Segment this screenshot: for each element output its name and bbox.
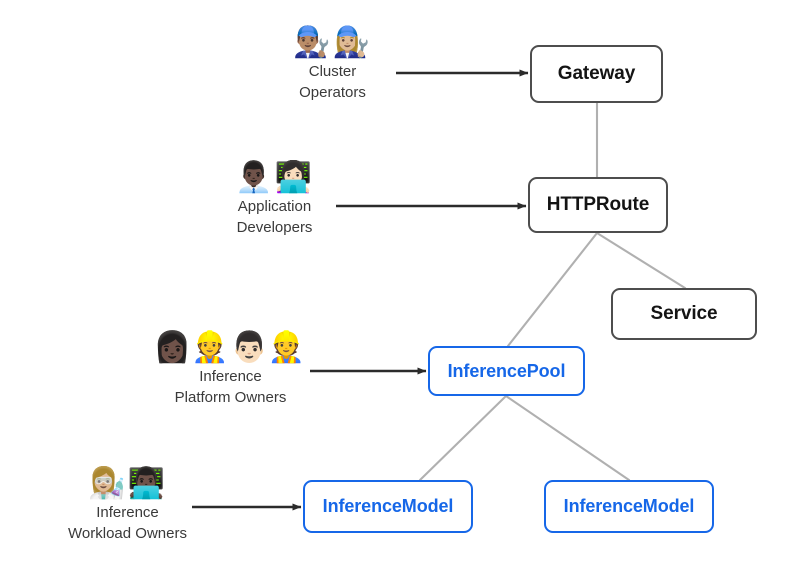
node-service[interactable]: Service [611,288,757,340]
cluster-operators-label-line2: Operators [299,84,366,101]
actor-application-developers: 👨🏿‍💼👩🏻‍💻 Application Developers [197,161,352,237]
connector-httproute-service [595,231,687,290]
inference-platform-owners-emoji: 👩🏿‍👷👨🏻‍👷 [153,330,308,365]
connector-inferencepool-inferencemodel-2 [504,394,631,482]
node-gateway[interactable]: Gateway [530,45,663,103]
connector-inferencepool-inferencemodel-1 [418,394,508,482]
actor-inference-workload-owners: 👩🏼‍🔬👨🏿‍💻 Inference Workload Owners [45,467,210,543]
application-developers-emoji: 👨🏿‍💼👩🏻‍💻 [235,160,314,195]
node-inferencemodel-2[interactable]: InferenceModel [544,480,714,533]
cluster-operators-emoji: 👨🏽‍🔧👩🏼‍🔧 [293,25,372,60]
inference-workload-owners-label-line1: Inference [96,504,159,521]
cluster-operators-label-line1: Cluster [308,63,357,80]
node-inferencemodel-1[interactable]: InferenceModel [303,480,473,533]
inference-platform-owners-label-line2: Platform Owners [174,389,287,406]
node-inferencepool[interactable]: InferencePool [428,346,585,396]
inference-platform-owners-label-line1: Inference [199,368,262,385]
node-httproute-label: HTTPRoute [546,194,650,215]
actor-cluster-operators: 👨🏽‍🔧👩🏼‍🔧 Cluster Operators [255,26,410,102]
actor-inference-platform-owners: 👩🏿‍👷👨🏻‍👷 Inference Platform Owners [152,331,309,407]
node-inferencepool-label: InferencePool [447,360,566,381]
inference-workload-owners-label-line2: Workload Owners [68,525,187,542]
node-gateway-label: Gateway [557,63,636,84]
connector-httproute-inferencepool [506,231,599,348]
node-inferencemodel-1-label: InferenceModel [322,496,454,516]
node-inferencemodel-2-label: InferenceModel [563,496,695,516]
application-developers-label-line2: Developers [236,219,313,236]
application-developers-label-line1: Application [237,198,312,215]
node-service-label: Service [650,303,718,324]
inference-workload-owners-emoji: 👩🏼‍🔬👨🏿‍💻 [88,466,167,501]
node-httproute[interactable]: HTTPRoute [528,177,668,233]
